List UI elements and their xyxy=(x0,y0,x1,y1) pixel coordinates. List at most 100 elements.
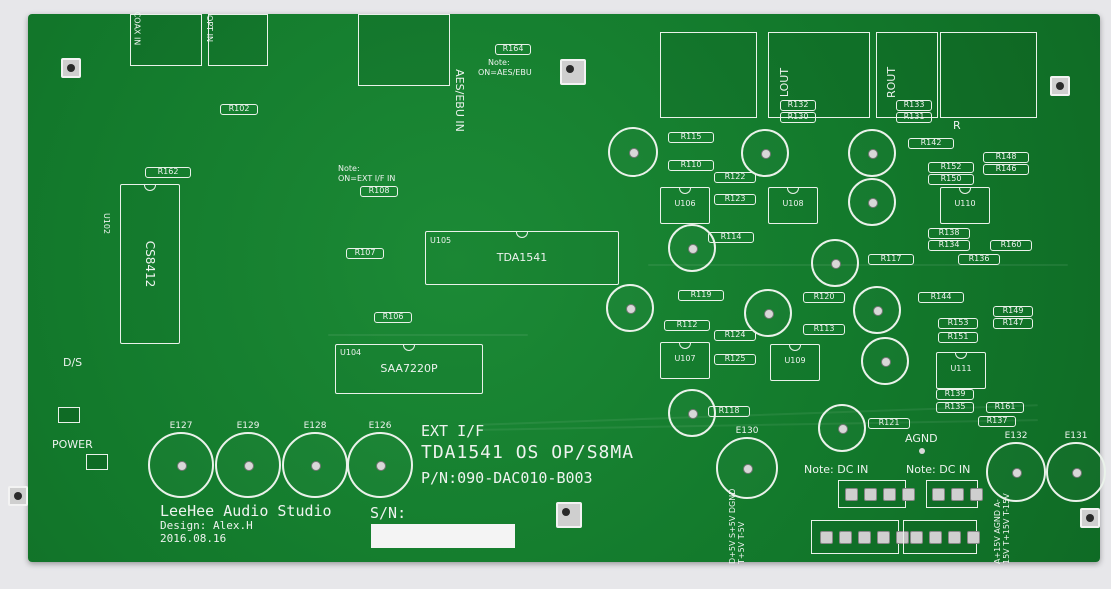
r130-label: R130 xyxy=(787,112,809,121)
e128-label: E128 xyxy=(303,421,327,431)
e132-label: E132 xyxy=(1004,431,1028,441)
resistor-r133: R133 xyxy=(896,100,932,111)
resistor-r148: R148 xyxy=(983,152,1029,163)
r153-label: R153 xyxy=(947,318,969,327)
resistor-r113: R113 xyxy=(803,324,845,335)
coax-in-connector xyxy=(130,14,202,66)
r131-label: R131 xyxy=(903,112,925,121)
resistor-r162: R162 xyxy=(145,167,191,178)
r113-label: R113 xyxy=(813,324,835,333)
rout-label: ROUT xyxy=(885,66,899,99)
r150-label: R150 xyxy=(940,174,962,183)
cap-e108 xyxy=(608,127,658,177)
dac-chip: TDA1541 xyxy=(425,231,619,285)
resistor-r138: R138 xyxy=(928,228,970,239)
resistor-r120: R120 xyxy=(803,292,845,303)
resistor-r123: R123 xyxy=(714,194,756,205)
dc-in-connector-cn107 xyxy=(811,520,909,554)
opamp-u108: U108 xyxy=(768,187,818,224)
u111-label: U111 xyxy=(950,363,972,373)
filter-chip-label: SAA7220P xyxy=(380,362,438,375)
r123-label: R123 xyxy=(724,194,746,203)
r121-label: R121 xyxy=(878,418,900,427)
r-mark: R xyxy=(953,119,961,132)
e127-label: E127 xyxy=(169,421,193,431)
r114-label: R114 xyxy=(720,232,742,241)
agnd-label: AGND xyxy=(905,432,938,445)
resistor-r152: R152 xyxy=(928,162,974,173)
opamp-u111: U111 xyxy=(936,352,986,389)
resistor-r114: R114 xyxy=(708,232,754,243)
r142-label: R142 xyxy=(920,138,942,147)
resistor-r108: R108 xyxy=(360,186,398,197)
resistor-r118: R118 xyxy=(708,406,750,417)
resistor-r131: R131 xyxy=(896,112,932,123)
standoff-pad-ls103 xyxy=(8,486,28,506)
led-power xyxy=(86,454,108,470)
resistor-r153: R153 xyxy=(938,318,978,329)
standoff-pad-ls104 xyxy=(556,502,582,528)
led-ds xyxy=(58,407,80,423)
standoff-pad-ls105 xyxy=(560,59,586,85)
receiver-chip-label: CS8412 xyxy=(143,240,157,288)
resistor-r122: R122 xyxy=(714,172,756,183)
part-number: P/N:090-DAC010-B003 xyxy=(421,469,593,487)
power-label: POWER xyxy=(52,438,93,451)
note-ext-title: Note: xyxy=(338,164,360,173)
company-name: LeeHee Audio Studio xyxy=(160,502,332,520)
r149-label: R149 xyxy=(1002,306,1024,315)
resistor-r112: R112 xyxy=(664,320,710,331)
cap-e117 xyxy=(818,404,866,452)
filter-chip: SAA7220P xyxy=(335,344,483,394)
r122-label: R122 xyxy=(724,172,746,181)
cap-e110 xyxy=(811,239,859,287)
r119-label: R119 xyxy=(690,290,712,299)
resistor-r117: R117 xyxy=(868,254,914,265)
aes-connector xyxy=(358,14,450,86)
cap-e114 xyxy=(668,389,716,437)
receiver-chip-code: U102 xyxy=(102,212,112,235)
resistor-r150: R150 xyxy=(928,174,974,185)
standoff-pad-ls101 xyxy=(1080,508,1100,528)
e130-label: E130 xyxy=(735,426,759,436)
r136-label: R136 xyxy=(968,254,990,263)
r106-label: R106 xyxy=(382,312,404,321)
receiver-chip: CS8412 xyxy=(120,184,180,344)
resistor-r160: R160 xyxy=(990,240,1032,251)
r124-label: R124 xyxy=(724,330,746,339)
r120-label: R120 xyxy=(813,292,835,301)
cap-e129: E129 xyxy=(215,421,281,498)
resistor-r107: R107 xyxy=(346,248,384,259)
board-title-ext: EXT I/F xyxy=(421,422,485,440)
r148-label: R148 xyxy=(995,152,1017,161)
lout-connector xyxy=(768,32,870,118)
cap-e122 xyxy=(853,286,901,334)
resistor-r137: R137 xyxy=(978,416,1016,427)
r135-label: R135 xyxy=(944,402,966,411)
cap-e132: E132 xyxy=(986,431,1046,502)
lout-label: LOUT xyxy=(778,67,792,98)
resistor-r147: R147 xyxy=(993,318,1033,329)
r132-label: R132 xyxy=(787,100,809,109)
agnd-testpoint xyxy=(919,448,925,454)
dac-chip-label: TDA1541 xyxy=(496,251,548,264)
ds-label: D/S xyxy=(63,356,83,369)
resistor-r115: R115 xyxy=(668,132,714,143)
rout-connector xyxy=(876,32,938,118)
resistor-r144: R144 xyxy=(918,292,964,303)
resistor-r130: R130 xyxy=(780,112,816,123)
cap-e120 xyxy=(848,178,896,226)
resistor-r142: R142 xyxy=(908,138,954,149)
r138-label: R138 xyxy=(938,228,960,237)
e126-label: E126 xyxy=(368,421,392,431)
resistor-r146: R146 xyxy=(983,164,1029,175)
note-aes-title: Note: xyxy=(488,58,510,67)
r112-label: R112 xyxy=(676,320,698,329)
resistor-r124: R124 xyxy=(714,330,756,341)
cap-e127: E127 xyxy=(148,421,214,498)
r108-label: R108 xyxy=(368,186,390,195)
cap-e130: E130 xyxy=(716,426,778,499)
r107-label: R107 xyxy=(354,248,376,257)
opamp-u107: U107 xyxy=(660,342,710,379)
cap-e113 xyxy=(668,224,716,272)
